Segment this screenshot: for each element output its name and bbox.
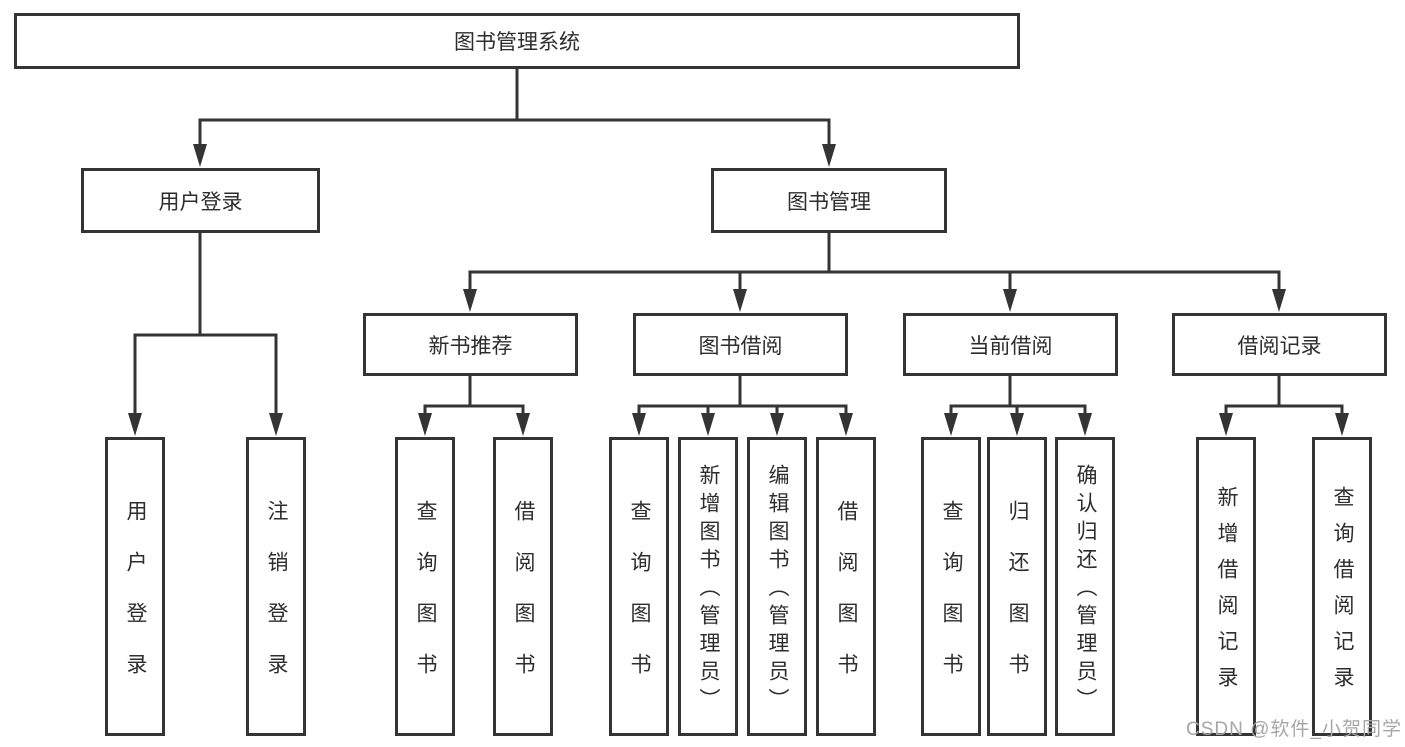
node-leaf-add-book-admin: 新增图书（管理员） <box>678 437 738 736</box>
node-label: 新书推荐 <box>428 334 513 358</box>
node-label: 确认归还（管理员） <box>1074 464 1097 716</box>
node-book-management: 图书管理 <box>711 168 947 233</box>
node-label: 查询图书 <box>940 499 963 704</box>
node-user-login: 用户登录 <box>81 168 320 233</box>
node-leaf-query-book-borrow: 查询图书 <box>609 437 669 736</box>
node-label: 借阅记录 <box>1237 334 1322 358</box>
node-label: 图书借阅 <box>698 334 783 358</box>
node-leaf-edit-book-admin: 编辑图书（管理员） <box>747 437 807 736</box>
node-leaf-add-borrow-record: 新增借阅记录 <box>1196 437 1256 736</box>
node-leaf-borrow-book: 借阅图书 <box>816 437 876 736</box>
node-label: 图书管理 <box>787 190 871 214</box>
node-label: 新增借阅记录 <box>1215 486 1238 702</box>
node-label: 查询借阅记录 <box>1331 486 1354 702</box>
node-new-book-recommend: 新书推荐 <box>363 313 578 376</box>
node-label: 编辑图书（管理员） <box>766 464 789 716</box>
node-label: 注销登录 <box>265 499 288 704</box>
node-leaf-query-book-current: 查询图书 <box>921 437 981 736</box>
node-label: 借阅图书 <box>835 499 858 704</box>
node-leaf-user-login: 用户登录 <box>105 437 165 736</box>
node-label: 用户登录 <box>124 499 147 704</box>
node-label: 新增图书（管理员） <box>697 464 720 716</box>
node-label: 图书管理系统 <box>454 31 580 54</box>
node-label: 查询图书 <box>628 499 651 704</box>
watermark: CSDN @软件_小贺同学 <box>1186 719 1402 740</box>
node-leaf-query-book-recommend: 查询图书 <box>395 437 455 736</box>
node-leaf-confirm-return-admin: 确认归还（管理员） <box>1055 437 1115 736</box>
node-label: 归还图书 <box>1006 499 1029 704</box>
node-book-borrow: 图书借阅 <box>633 313 848 376</box>
node-current-borrow: 当前借阅 <box>903 313 1118 376</box>
node-leaf-query-borrow-record: 查询借阅记录 <box>1312 437 1372 736</box>
node-label: 查询图书 <box>414 499 437 704</box>
node-leaf-borrow-book-recommend: 借阅图书 <box>493 437 553 736</box>
node-leaf-return-book: 归还图书 <box>987 437 1047 736</box>
node-leaf-logout: 注销登录 <box>246 437 306 736</box>
node-label: 当前借阅 <box>968 334 1053 358</box>
node-label: 借阅图书 <box>512 499 535 704</box>
node-label: 用户登录 <box>158 190 243 214</box>
node-root: 图书管理系统 <box>14 13 1020 69</box>
node-borrow-record: 借阅记录 <box>1172 313 1387 376</box>
